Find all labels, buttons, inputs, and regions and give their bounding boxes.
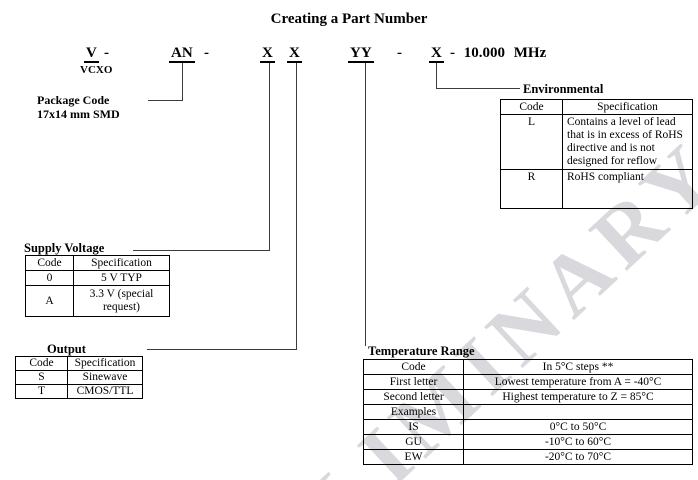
table-row: Examples [363, 404, 693, 420]
col-header-code: Code [25, 255, 74, 271]
code-cell: T [15, 384, 68, 399]
table-row: Code In 5°C steps ** [363, 359, 693, 375]
table-row: GU -10°C to 60°C [363, 434, 693, 450]
col-header-specification: Specification [562, 99, 693, 115]
part-code-output: X [287, 45, 302, 63]
col-header-specification: Specification [73, 255, 170, 271]
spec-cell: Lowest temperature from A = -40°C [463, 374, 693, 390]
spec-cell: -20°C to 70°C [463, 449, 693, 465]
temperature-range-table: Code In 5°C steps ** First letter Lowest… [363, 359, 693, 465]
connector-package-vertical [182, 63, 183, 101]
connector-environmental-horizontal [436, 88, 520, 89]
table-row: Second letter Highest temperature to Z =… [363, 389, 693, 405]
table-header-row: Code Specification [500, 99, 693, 115]
package-code-label: Package Code 17x14 mm SMD [37, 93, 120, 121]
connector-supply-voltage-vertical [269, 63, 270, 251]
part-frequency: - 10.000 MHz [450, 45, 547, 61]
supply-voltage-table: Code Specification 0 5 V TYP A 3.3 V (sp… [25, 255, 170, 317]
col-header-code: Code [15, 356, 68, 371]
table-row: 0 5 V TYP [25, 270, 170, 286]
spec-cell: RoHS compliant [562, 169, 693, 209]
code-cell: GU [363, 434, 464, 450]
page-title: Creating a Part Number [270, 11, 428, 27]
code-cell: IS [363, 419, 464, 435]
connector-environmental-vertical [436, 63, 437, 89]
col-header-specification: Specification [67, 356, 143, 371]
supply-voltage-title: Supply Voltage [24, 241, 105, 255]
col-header-code: Code [500, 99, 563, 115]
spec-cell: 5 V TYP [73, 270, 170, 286]
table-row: T CMOS/TTL [15, 384, 143, 399]
part-code-temperature: YY [348, 45, 374, 63]
code-cell: Code [363, 359, 464, 375]
code-cell: S [15, 370, 68, 385]
part-code-package: V [84, 45, 99, 63]
table-row: S Sinewave [15, 370, 143, 385]
output-title: Output [47, 342, 86, 356]
code-cell: Examples [363, 404, 464, 420]
part-code-environmental: X [429, 45, 444, 63]
code-cell: 0 [25, 270, 74, 286]
table-row: L Contains a level of lead that is in ex… [500, 114, 693, 170]
table-header-row: Code Specification [15, 356, 143, 371]
table-row: R RoHS compliant [500, 169, 693, 209]
environmental-title: Environmental [523, 82, 604, 96]
spec-cell: 3.3 V (special request) [73, 285, 170, 317]
spec-cell: Highest temperature to Z = 85°C [463, 389, 693, 405]
code-cell: A [25, 285, 74, 317]
connector-package-horizontal [148, 100, 183, 101]
code-cell: EW [363, 449, 464, 465]
table-header-row: Code Specification [25, 255, 170, 271]
part-separator: - [397, 45, 402, 61]
code-cell: R [500, 169, 563, 209]
connector-temperature-vertical [365, 63, 366, 346]
connector-output-horizontal [147, 349, 297, 350]
table-row: A 3.3 V (special request) [25, 285, 170, 317]
connector-supply-voltage-horizontal [133, 250, 270, 251]
table-row: EW -20°C to 70°C [363, 449, 693, 465]
spec-cell [463, 404, 693, 420]
spec-cell: Contains a level of lead that is in exce… [562, 114, 693, 170]
spec-cell: In 5°C steps ** [463, 359, 693, 375]
temperature-range-title: Temperature Range [368, 344, 475, 358]
code-cell: First letter [363, 374, 464, 390]
spec-cell: CMOS/TTL [67, 384, 143, 399]
package-code-line1: Package Code [37, 93, 110, 107]
part-separator: - [104, 45, 109, 61]
connector-output-vertical [296, 63, 297, 350]
vcxo-label: VCXO [80, 64, 113, 76]
package-code-line2: 17x14 mm SMD [37, 107, 120, 121]
code-cell: L [500, 114, 563, 170]
part-separator: - [204, 45, 209, 61]
spec-cell: -10°C to 60°C [463, 434, 693, 450]
table-row: First letter Lowest temperature from A =… [363, 374, 693, 390]
spec-cell: 0°C to 50°C [463, 419, 693, 435]
part-code-supply-voltage: X [260, 45, 275, 63]
output-table: Code Specification S Sinewave T CMOS/TTL [15, 356, 143, 399]
environmental-table: Code Specification L Contains a level of… [500, 99, 693, 209]
part-code-series: AN [169, 45, 195, 63]
code-cell: Second letter [363, 389, 464, 405]
table-row: IS 0°C to 50°C [363, 419, 693, 435]
spec-cell: Sinewave [67, 370, 143, 385]
